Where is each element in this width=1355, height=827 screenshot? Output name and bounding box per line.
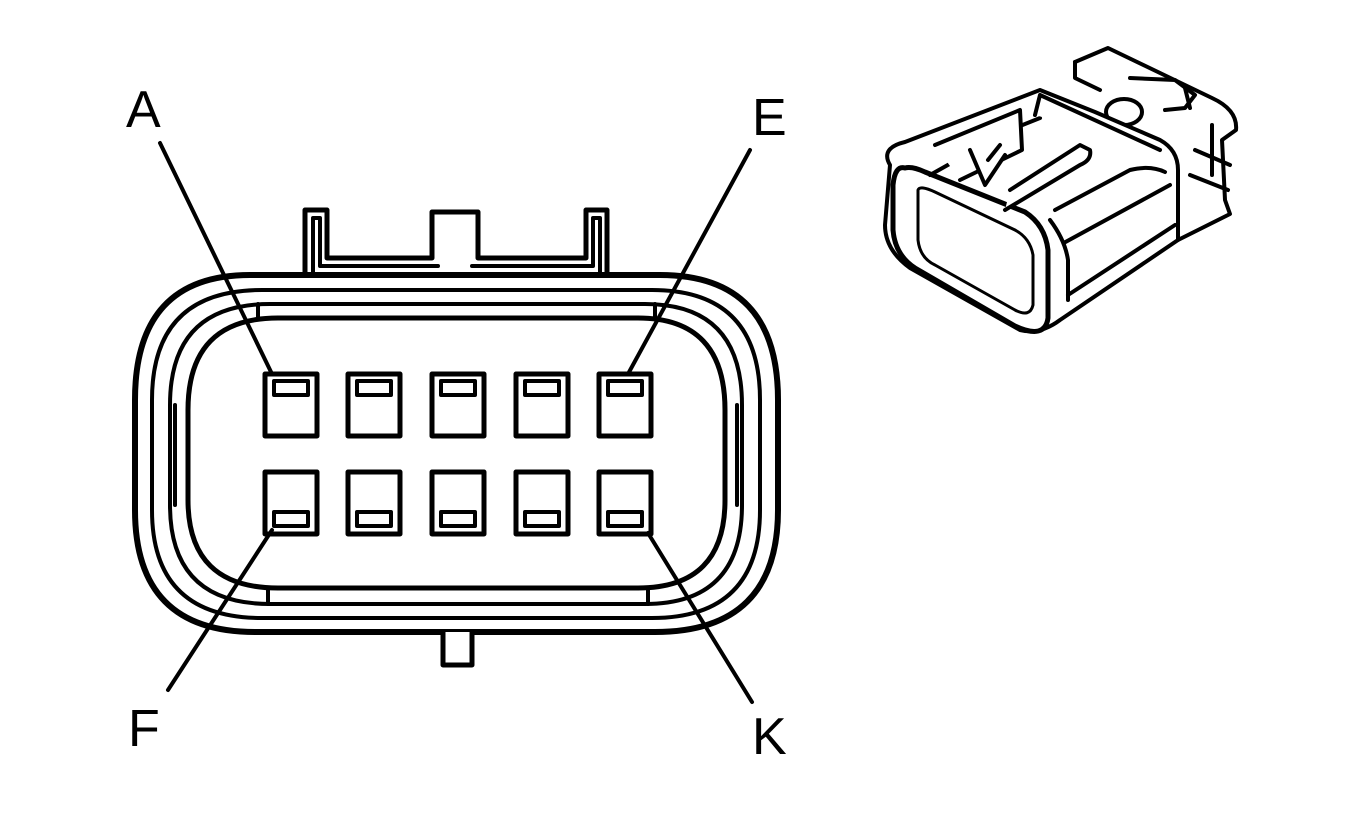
leader-line-a bbox=[158, 141, 274, 376]
pin-cavity-a bbox=[262, 371, 320, 439]
pin-cavity-h bbox=[429, 469, 487, 537]
pin-cavity-c bbox=[429, 371, 487, 439]
connector-cavity-wall bbox=[185, 315, 728, 591]
connector-outer-shell bbox=[132, 272, 781, 635]
connector-inner-rim-2 bbox=[168, 302, 744, 606]
connector-inner-rim bbox=[150, 288, 762, 620]
leader-lines bbox=[158, 141, 754, 704]
top-locking-tabs bbox=[302, 207, 610, 281]
pin-cavity-j bbox=[513, 469, 571, 537]
pin-cavity-b bbox=[345, 371, 403, 439]
leader-line-f bbox=[166, 528, 274, 692]
bottom-key-tab bbox=[440, 629, 475, 668]
pin-label-a: A bbox=[126, 81, 161, 139]
pin-label-k: K bbox=[752, 708, 787, 766]
pin-cavity-d bbox=[513, 371, 571, 439]
bottom-row-pins bbox=[262, 469, 654, 537]
pin-label-e: E bbox=[752, 89, 787, 147]
leader-line-e bbox=[626, 148, 752, 376]
leader-line-k bbox=[646, 531, 754, 704]
pin-cavity-e bbox=[596, 371, 654, 439]
top-row-pins bbox=[262, 371, 654, 439]
pin-cavity-f bbox=[262, 469, 320, 537]
pin-cavity-k bbox=[596, 469, 654, 537]
connector-isometric-view bbox=[883, 46, 1239, 334]
pin-cavity-g bbox=[345, 469, 403, 537]
side-key-ribs bbox=[173, 302, 739, 606]
pin-label-f: F bbox=[128, 700, 160, 758]
